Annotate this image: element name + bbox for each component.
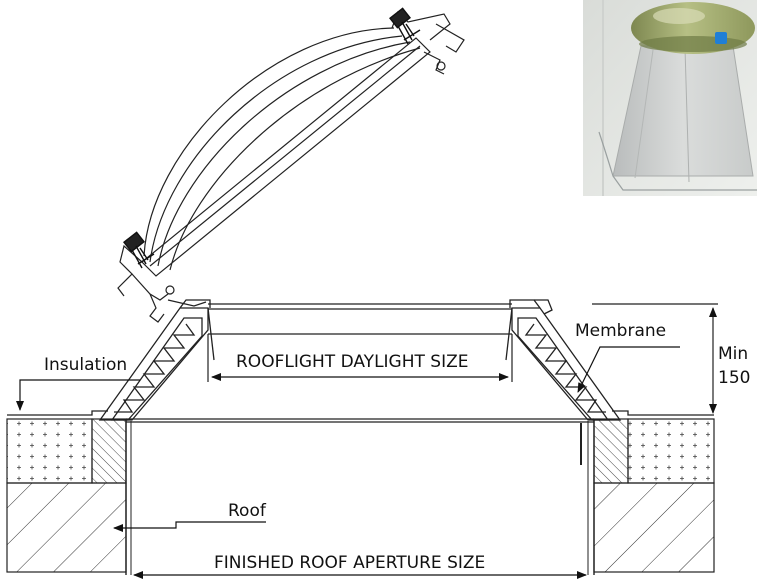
- leader-insulation: [16, 379, 140, 411]
- roof-deck-right: [593, 482, 715, 573]
- daylight-size-label: ROOFLIGHT DAYLIGHT SIZE: [236, 352, 469, 372]
- leader-roof: [113, 521, 266, 532]
- rooflight-photo: [583, 0, 757, 196]
- insulation-label: Insulation: [44, 355, 127, 375]
- roof-label: Roof: [228, 501, 267, 521]
- dome-open: [117, 10, 465, 323]
- insulation-right: [627, 418, 715, 484]
- roof-deck-left: [6, 482, 127, 573]
- dimension-min-150: [592, 303, 718, 414]
- upstand-timber-left: [91, 418, 132, 575]
- rooflight-frame: [208, 303, 512, 335]
- bolt-top-icon: [389, 7, 421, 45]
- photo-drawing: [583, 0, 757, 196]
- upstand-timber-right: [580, 418, 629, 575]
- bolt-bottom-icon: [123, 231, 155, 269]
- insulation-left: [6, 418, 93, 484]
- kerb-upstand-right: [505, 299, 622, 421]
- min-label: Min: [718, 344, 748, 364]
- blue-cap-icon: [715, 32, 727, 44]
- dimension-daylight: [207, 334, 513, 382]
- min-value: 150: [718, 368, 750, 388]
- membrane-line: [7, 410, 714, 423]
- leader-membrane: [577, 346, 680, 393]
- aperture-size-label: FINISHED ROOF APERTURE SIZE: [214, 553, 485, 573]
- membrane-label: Membrane: [575, 321, 666, 341]
